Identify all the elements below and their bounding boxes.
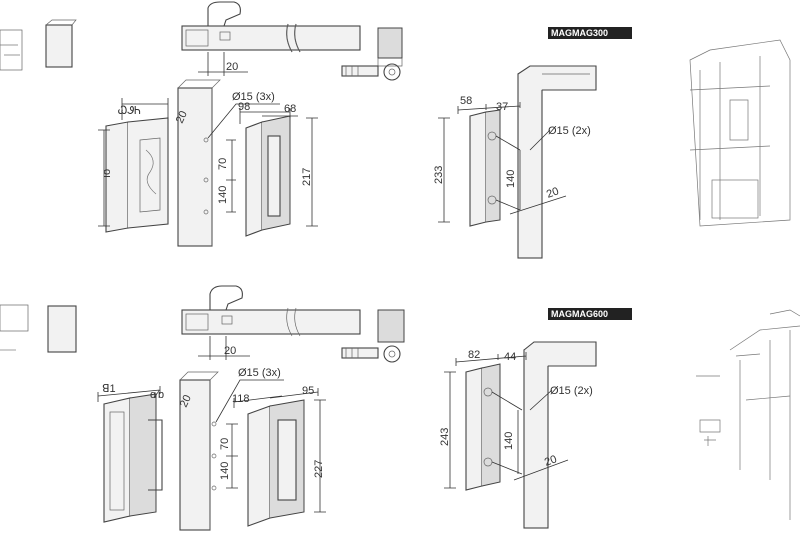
model-badge-bottom: MAGMAG600 — [548, 308, 632, 320]
width-a-label-bottom-right: 82 — [468, 349, 480, 361]
lock-assembly-bottom-right: 82 44 243 140 Ø15 (2x) 20 — [439, 341, 597, 529]
hole-label-bottom-right: Ø15 (2x) — [550, 385, 593, 397]
height-label-top-left: 217 — [301, 168, 313, 186]
svg-text:ꓭ1: ꓭ1 — [102, 383, 116, 395]
spacing-label-top-right: 140 — [505, 170, 517, 188]
svg-text:ɑ⁄ɒ: ɑ⁄ɒ — [150, 389, 164, 401]
hole-label-top-left: Ø15 (3x) — [232, 91, 275, 103]
post-offset-label-bottom: 20 — [178, 393, 194, 409]
hole-label-top-right: Ø15 (2x) — [548, 125, 591, 137]
model-badge-text-bottom: MAGMAG600 — [551, 309, 608, 319]
magnet-assembly-top: ᏇᏭᏂ ıo 20 Ø15 (3x) 70 140 98 68 — [98, 79, 318, 247]
gate-gap-label-bottom: 20 — [224, 345, 236, 357]
width-a-label-top-right: 58 — [460, 95, 472, 107]
svg-text:ıo: ıo — [101, 169, 113, 178]
gate-bar-bottom-view: 20 — [181, 285, 405, 363]
bottom-row: 20 ꓭ1 ɑ⁄ɒ 20 Ø15 (3x) 70 140 11 — [0, 285, 800, 531]
height-label-top-right: 233 — [433, 166, 445, 184]
spacing-lower-label-top: 140 — [217, 186, 229, 204]
width-b-label-bottom-right: 44 — [504, 351, 516, 363]
height-label-bottom-left: 227 — [313, 460, 325, 478]
spacing-label-bottom-right: 140 — [503, 432, 515, 450]
svg-text:ᏇᏭᏂ: ᏇᏭᏂ — [118, 105, 141, 117]
width-b-label-top-right: 37 — [496, 101, 508, 113]
plate-width-a-label-bottom: 118 — [232, 393, 250, 405]
model-badge-top: MAGMAG300 — [548, 27, 632, 39]
spacing-lower-label-bottom: 140 — [219, 462, 231, 480]
hole-label-bottom-left: Ø15 (3x) — [238, 367, 281, 379]
top-row: 20 ᏇᏭᏂ ıo 20 Ø15 (3x) 70 1 — [0, 1, 791, 259]
model-badge-text-top: MAGMAG300 — [551, 28, 608, 38]
left-edge-sketch-top — [0, 19, 77, 71]
post-offset-label-top: 20 — [174, 109, 190, 125]
plate-width-a-label-top: 98 — [238, 101, 250, 113]
lock-assembly-top-right: 58 37 233 140 Ø15 (2x) 20 — [433, 65, 597, 259]
offset-label-top-right: 20 — [545, 185, 561, 200]
height-label-bottom-right: 243 — [439, 428, 451, 446]
magnet-assembly-bottom: ꓭ1 ɑ⁄ɒ 20 Ø15 (3x) 70 140 118 95 227 — [97, 367, 326, 531]
gate-bar-top-view: 20 — [181, 1, 403, 81]
gate-gap-label-top: 20 — [226, 61, 238, 73]
plate-width-b-label-bottom: 95 — [302, 385, 314, 397]
installation-sketch-top — [689, 39, 791, 227]
installation-sketch-bottom — [696, 309, 800, 520]
offset-label-bottom-right: 20 — [543, 453, 559, 468]
spacing-upper-label-top: 70 — [217, 158, 229, 170]
spacing-upper-label-bottom: 70 — [219, 438, 231, 450]
plate-width-b-label-top: 68 — [284, 103, 296, 115]
left-edge-sketch-bottom — [0, 304, 77, 353]
